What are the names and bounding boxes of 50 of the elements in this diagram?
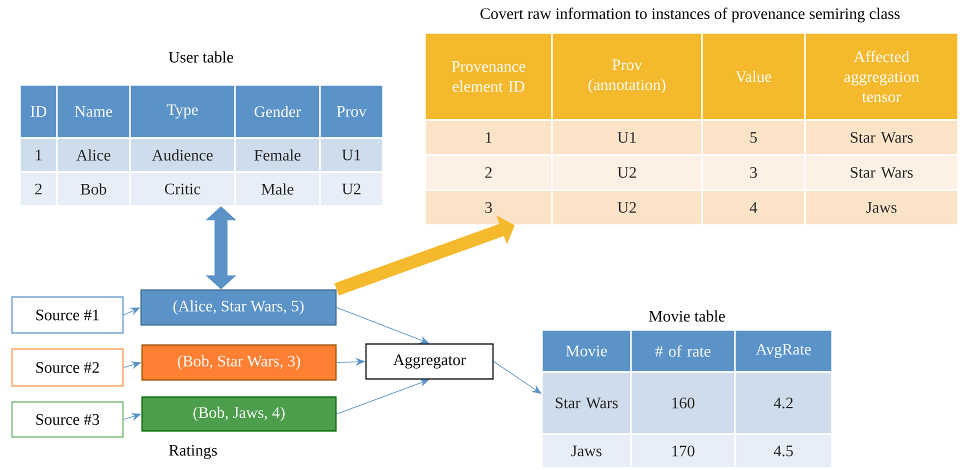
table-cell: 3 bbox=[424, 189, 553, 226]
table-cell: Female bbox=[234, 137, 321, 173]
node-label: User table bbox=[168, 51, 234, 63]
caption: Ratings bbox=[169, 444, 217, 459]
header-cell: Movie bbox=[541, 329, 632, 373]
rating-box: (Bob, Jaws, 4) bbox=[141, 396, 337, 432]
table-cell: Bob bbox=[56, 171, 131, 207]
table-cell: 170 bbox=[630, 433, 736, 469]
header-cell: Gender bbox=[234, 84, 321, 139]
table-cell: Audience bbox=[129, 137, 236, 173]
table-cell: 1 bbox=[19, 137, 58, 173]
node-label: Covert raw information to instances of provenance semiring class bbox=[480, 8, 900, 22]
table-cell: Star Wars bbox=[804, 154, 959, 191]
header-cell: Type bbox=[129, 84, 236, 139]
table-cell: Jaws bbox=[541, 433, 632, 469]
table-cell: 5 bbox=[701, 119, 806, 156]
table-cell: 4 bbox=[701, 189, 806, 226]
table-cell: U2 bbox=[319, 171, 384, 207]
table-cell: 4.2 bbox=[734, 371, 833, 435]
header-cell: AvgRate bbox=[734, 329, 833, 373]
header-cell: Name bbox=[56, 84, 131, 139]
process-box: Aggregator bbox=[365, 343, 494, 380]
table-cell: U1 bbox=[551, 119, 703, 156]
header-cell: Affected aggregation tensor bbox=[804, 32, 959, 121]
header-cell: Provenance element ID bbox=[424, 32, 553, 121]
table-cell: U2 bbox=[551, 154, 703, 191]
header-cell: ID bbox=[19, 84, 58, 139]
process-box: Source #3 bbox=[11, 401, 124, 438]
table-cell: Star Wars bbox=[541, 371, 632, 435]
table-cell: U2 bbox=[551, 189, 703, 226]
table-cell: U1 bbox=[319, 137, 384, 173]
table-cell: 4.5 bbox=[734, 433, 833, 469]
table-cell: Alice bbox=[56, 137, 131, 173]
table-cell: 1 bbox=[424, 119, 553, 156]
rating-box: (Bob, Star Wars, 3) bbox=[141, 344, 337, 381]
header-cell: Prov (annotation) bbox=[551, 32, 703, 121]
table-cell: 2 bbox=[19, 171, 58, 207]
table-cell: 3 bbox=[701, 154, 806, 191]
header-cell: Prov bbox=[319, 84, 384, 139]
header-cell: Value bbox=[701, 32, 806, 121]
table-cell: Critic bbox=[129, 171, 236, 207]
table-cell: 160 bbox=[630, 371, 736, 435]
header-cell: # of rate bbox=[630, 329, 736, 373]
process-box: Source #1 bbox=[11, 296, 124, 334]
table-cell: Jaws bbox=[804, 189, 959, 226]
table-cell: 2 bbox=[424, 154, 553, 191]
process-box: Source #2 bbox=[11, 348, 124, 387]
node-label: Movie table bbox=[649, 310, 725, 322]
table-cell: Male bbox=[234, 171, 321, 207]
table-cell: Star Wars bbox=[804, 119, 959, 156]
